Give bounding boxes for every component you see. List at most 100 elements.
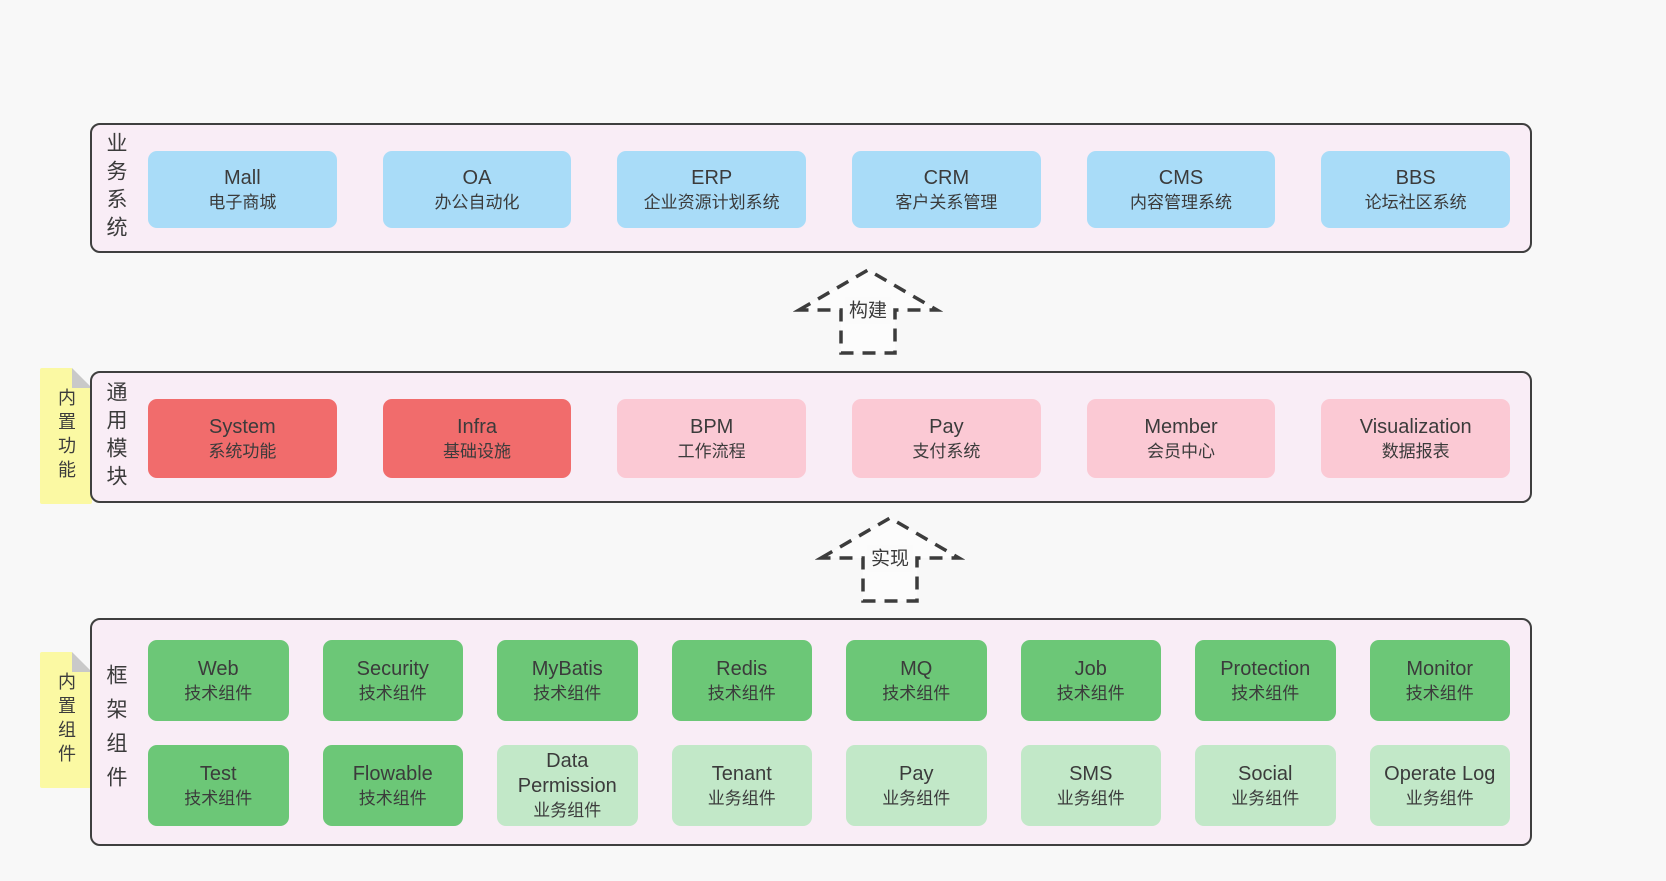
box-desc: 技术组件 [358, 683, 427, 703]
box-name: Data Permission [517, 750, 617, 797]
box-test: Test 技术组件 [148, 745, 289, 826]
sticky-label: 内置功能 [56, 388, 76, 484]
box-bpm: BPM 工作流程 [617, 399, 807, 478]
box-name: Infra [456, 415, 498, 438]
box-desc: 技术组件 [707, 683, 776, 703]
box-desc: 业务组件 [1231, 788, 1300, 808]
framework-row-1: Web 技术组件 Security 技术组件 MyBatis 技术组件 Redi… [148, 640, 1510, 721]
band-common-modules: 通用模块 System 系统功能 Infra 基础设施 BPM 工作流程 Pay… [90, 371, 1532, 503]
box-pay-system: Pay 支付系统 [852, 399, 1041, 478]
box-desc: 数据报表 [1381, 441, 1450, 461]
box-mq: MQ 技术组件 [846, 640, 987, 721]
box-desc: 技术组件 [358, 788, 427, 808]
box-desc: 电子商城 [208, 192, 277, 212]
box-infra: Infra 基础设施 [382, 399, 572, 478]
box-name: Monitor [1406, 657, 1474, 680]
box-cms: CMS 内容管理系统 [1086, 151, 1276, 228]
box-desc: 支付系统 [912, 441, 981, 461]
box-name: Redis [716, 657, 768, 680]
box-desc: 技术组件 [184, 683, 253, 703]
box-name: MyBatis [531, 657, 603, 680]
sticky-note-built-in-features: 内置功能 [40, 368, 92, 504]
box-desc: 技术组件 [1056, 683, 1125, 703]
box-name: Pay [929, 415, 964, 438]
box-name: Test [199, 762, 237, 785]
box-desc: 技术组件 [882, 683, 951, 703]
box-desc: 技术组件 [1405, 683, 1474, 703]
build-arrow: 构建 [793, 267, 943, 355]
modules-boxes-row: System 系统功能 Infra 基础设施 BPM 工作流程 Pay 支付系统… [148, 399, 1511, 478]
box-name: SMS [1069, 762, 1113, 785]
sticky-label: 内置组件 [56, 672, 76, 768]
box-name: Social [1238, 762, 1293, 785]
box-name: CRM [923, 166, 970, 189]
build-arrow-label-bg [845, 297, 891, 324]
framework-row-2: Test 技术组件 Flowable 技术组件 Data Permission … [148, 745, 1510, 826]
band-title-framework: 框架组件 [104, 664, 127, 800]
box-crm: CRM 客户关系管理 [852, 151, 1041, 228]
box-erp: ERP 企业资源计划系统 [617, 151, 807, 228]
box-security: Security 技术组件 [322, 640, 463, 721]
box-protection: Protection 技术组件 [1195, 640, 1336, 721]
box-desc: 业务组件 [1056, 788, 1125, 808]
box-desc: 企业资源计划系统 [643, 192, 780, 212]
box-desc: 论坛社区系统 [1364, 192, 1467, 212]
arrow-label: 构建 [849, 300, 887, 322]
box-mall: Mall 电子商城 [148, 151, 337, 228]
box-name: Flowable [352, 762, 433, 785]
box-operate-log: Operate Log 业务组件 [1369, 745, 1510, 826]
box-web: Web 技术组件 [148, 640, 289, 721]
box-desc: 客户关系管理 [895, 192, 998, 212]
box-member: Member 会员中心 [1086, 399, 1276, 478]
box-desc: 会员中心 [1147, 441, 1216, 461]
box-name: MQ [900, 657, 933, 680]
box-desc: 业务组件 [882, 788, 951, 808]
box-name: Web [197, 657, 239, 680]
box-flowable: Flowable 技术组件 [322, 745, 463, 826]
box-name: Tenant [711, 762, 772, 785]
box-name: Mall [224, 166, 261, 189]
box-desc: 业务组件 [707, 788, 776, 808]
box-bbs: BBS 论坛社区系统 [1321, 151, 1511, 228]
implement-arrow-label-bg [867, 545, 913, 572]
box-desc: 业务组件 [533, 801, 602, 820]
box-desc: 基础设施 [443, 441, 511, 461]
box-tenant: Tenant 业务组件 [671, 745, 812, 826]
box-social: Social 业务组件 [1195, 745, 1336, 826]
box-monitor: Monitor 技术组件 [1369, 640, 1510, 721]
box-desc: 系统功能 [208, 441, 277, 461]
arrow-label: 实现 [871, 548, 909, 570]
box-name: Protection [1220, 657, 1311, 680]
box-desc: 办公自动化 [434, 192, 520, 212]
sticky-note-built-in-components: 内置组件 [40, 652, 92, 788]
band-title-modules: 通用模块 [104, 381, 127, 493]
box-oa: OA 办公自动化 [382, 151, 572, 228]
box-mybatis: MyBatis 技术组件 [497, 640, 638, 721]
box-name: CMS [1158, 166, 1204, 189]
box-name: Member [1144, 415, 1218, 438]
box-name: BPM [690, 415, 734, 438]
band-title-business: 业务系统 [104, 132, 127, 244]
box-data-permission: Data Permission 业务组件 [497, 745, 638, 826]
box-name: Visualization [1359, 415, 1472, 438]
box-redis: Redis 技术组件 [671, 640, 812, 721]
box-name: BBS [1395, 166, 1436, 189]
box-name: Security [356, 657, 429, 680]
box-desc: 技术组件 [1231, 683, 1300, 703]
business-boxes-row: Mall 电子商城 OA 办公自动化 ERP 企业资源计划系统 CRM 客户关系… [148, 151, 1511, 228]
box-visualization: Visualization 数据报表 [1321, 399, 1511, 478]
box-desc: 内容管理系统 [1130, 192, 1233, 212]
implement-arrow: 实现 [815, 515, 965, 603]
box-desc: 业务组件 [1405, 788, 1474, 808]
box-name: OA [462, 166, 492, 189]
box-pay-component: Pay 业务组件 [846, 745, 987, 826]
box-desc: 工作流程 [677, 441, 746, 461]
framework-boxes-rows: Web 技术组件 Security 技术组件 MyBatis 技术组件 Redi… [148, 640, 1510, 826]
box-name: ERP [691, 166, 733, 189]
band-business-systems: 业务系统 Mall 电子商城 OA 办公自动化 ERP 企业资源计划系统 CRM… [90, 123, 1532, 253]
box-sms: SMS 业务组件 [1020, 745, 1161, 826]
box-system: System 系统功能 [148, 399, 337, 478]
box-name: System [208, 415, 276, 438]
box-name: Operate Log [1384, 762, 1496, 785]
